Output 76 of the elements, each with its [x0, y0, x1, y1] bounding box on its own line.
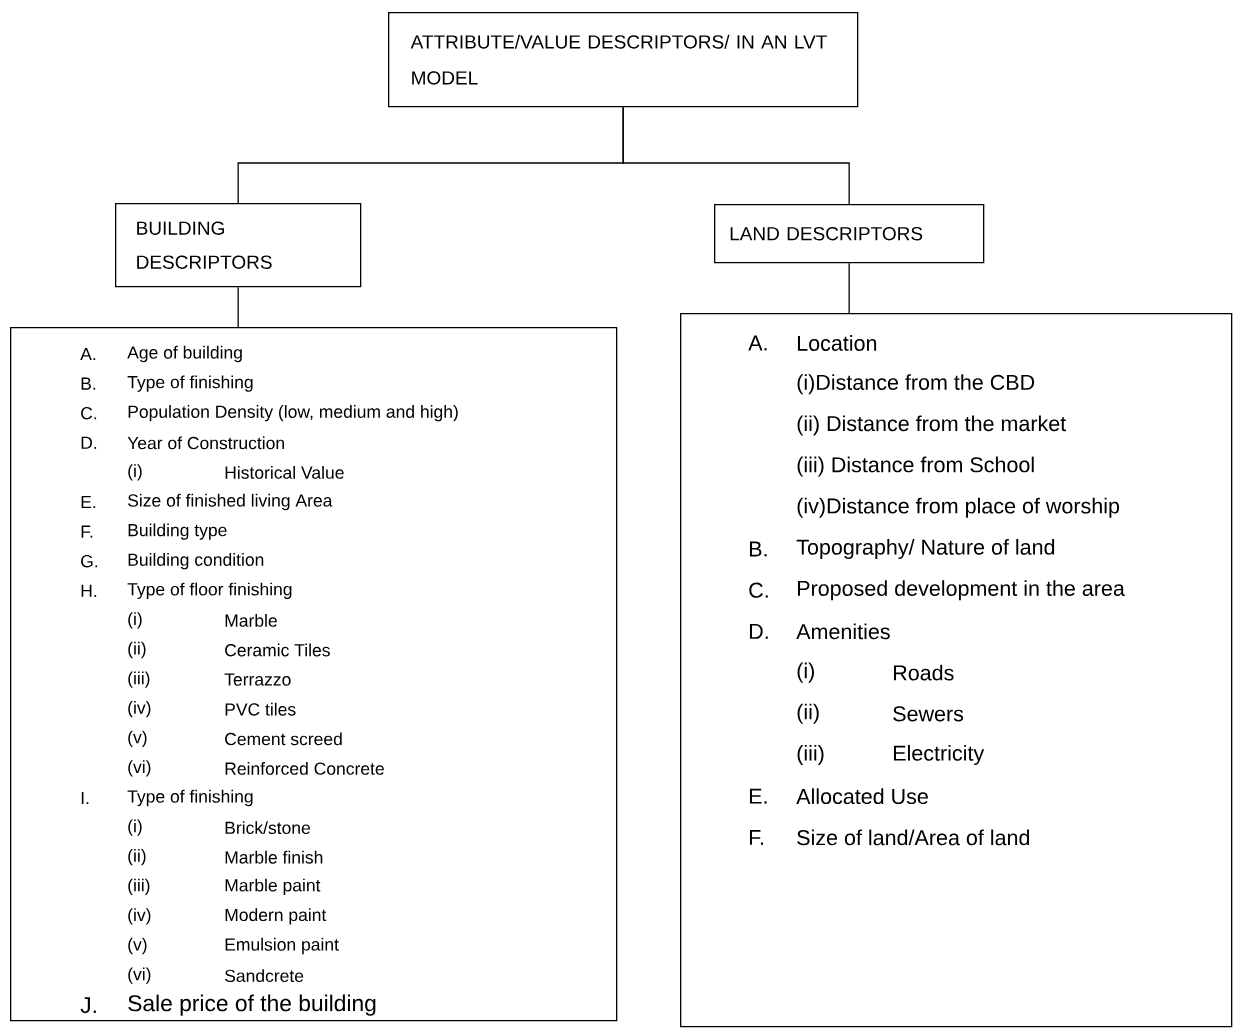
category-box: BUILDING DESCRIPTORS	[115, 203, 362, 288]
list-marker: (iv)	[128, 701, 151, 718]
connector-line	[848, 262, 850, 314]
list-marker: (i)	[128, 819, 142, 836]
list-item: Terrazzo	[224, 673, 291, 686]
list-item: Modern paint	[225, 908, 327, 925]
list-item: Emulsion paint	[225, 937, 339, 955]
list-marker: (vi)	[128, 760, 151, 777]
title-box: ATTRIBUTE/VALUE DESCRIPTORS/ IN AN LVT MODEL	[388, 12, 859, 108]
list-item: Sewers	[893, 706, 964, 722]
list-marker: I.	[81, 792, 89, 805]
list-marker: (i)	[128, 464, 142, 481]
connector-line	[237, 286, 239, 328]
list-marker: G.	[81, 555, 98, 568]
category-box: LAND DESCRIPTORS	[714, 204, 985, 264]
list-marker: (ii)	[797, 703, 819, 724]
list-marker: (v)	[128, 937, 147, 955]
list-marker: (i)	[797, 662, 814, 683]
list-box	[680, 313, 1233, 1028]
list-marker: (iii)	[797, 745, 824, 766]
list-marker: (iii)	[128, 878, 150, 895]
list-marker: A.	[80, 348, 96, 360]
list-item: Cement screed	[225, 732, 342, 746]
list-item: Proposed development in the area	[797, 580, 1125, 601]
list-item: Marble paint	[225, 878, 321, 895]
list-marker: F.	[749, 830, 763, 845]
list-marker: (ii)	[128, 849, 146, 866]
list-item: (ii) Distance from the market	[797, 415, 1067, 436]
list-marker: C.	[81, 407, 97, 420]
list-marker: (iv)	[128, 908, 151, 925]
list-item: Sale price of the building	[128, 994, 376, 1016]
list-item: Brick/stone	[225, 821, 310, 835]
list-item: Size of finished living Area	[128, 493, 333, 511]
list-item: Type of floor finishing	[127, 582, 292, 599]
list-marker: D.	[81, 436, 97, 449]
list-item: Age of building	[127, 345, 242, 363]
list-marker: (v)	[128, 730, 147, 747]
list-marker: B.	[749, 541, 767, 557]
list-item: Electricity	[893, 745, 985, 766]
list-item: (i)Distance from the CBD	[797, 374, 1035, 395]
list-marker: (i)	[128, 612, 142, 629]
list-item: Location	[797, 335, 877, 351]
list-item: Size of land/Area of land	[797, 829, 1030, 846]
list-marker: (vi)	[128, 967, 151, 984]
list-item: Amenities	[796, 623, 890, 640]
list-item: Reinforced Concrete	[225, 762, 384, 775]
list-marker: (ii)	[128, 641, 146, 659]
list-marker: C.	[749, 582, 768, 598]
list-item: (iii) Distance from School	[797, 456, 1034, 477]
connector-line	[622, 106, 850, 205]
list-marker: B.	[81, 377, 96, 390]
list-item: Historical Value	[225, 465, 344, 479]
list-item: Building type	[128, 523, 227, 540]
list-item: Ceramic Tiles	[225, 643, 330, 657]
list-item: Marble	[225, 614, 277, 627]
list-marker: D.	[749, 624, 768, 639]
list-item: Type of finishing	[127, 789, 253, 807]
list-item: Type of finishing	[127, 375, 253, 392]
list-item: Building condition	[128, 553, 264, 570]
list-item: Marble finish	[225, 850, 323, 864]
list-item: Topography/ Nature of land	[796, 539, 1055, 560]
list-item: (iv)Distance from place of worship	[797, 497, 1120, 518]
list-marker: E.	[81, 496, 96, 509]
list-marker: J.	[80, 997, 96, 1014]
list-marker: F.	[81, 525, 93, 538]
list-marker: E.	[749, 788, 767, 804]
list-item: Year of Construction	[127, 436, 284, 450]
list-item: Sandcrete	[225, 969, 304, 983]
list-item: Allocated Use	[796, 788, 928, 805]
list-marker: (iii)	[128, 671, 150, 688]
list-item: PVC tiles	[225, 702, 296, 716]
list-box	[10, 327, 618, 1022]
list-item: Roads	[893, 664, 954, 681]
list-marker: A.	[748, 335, 767, 351]
list-item: Population Density (low, medium and high)	[128, 405, 458, 422]
list-marker: H.	[81, 584, 97, 597]
